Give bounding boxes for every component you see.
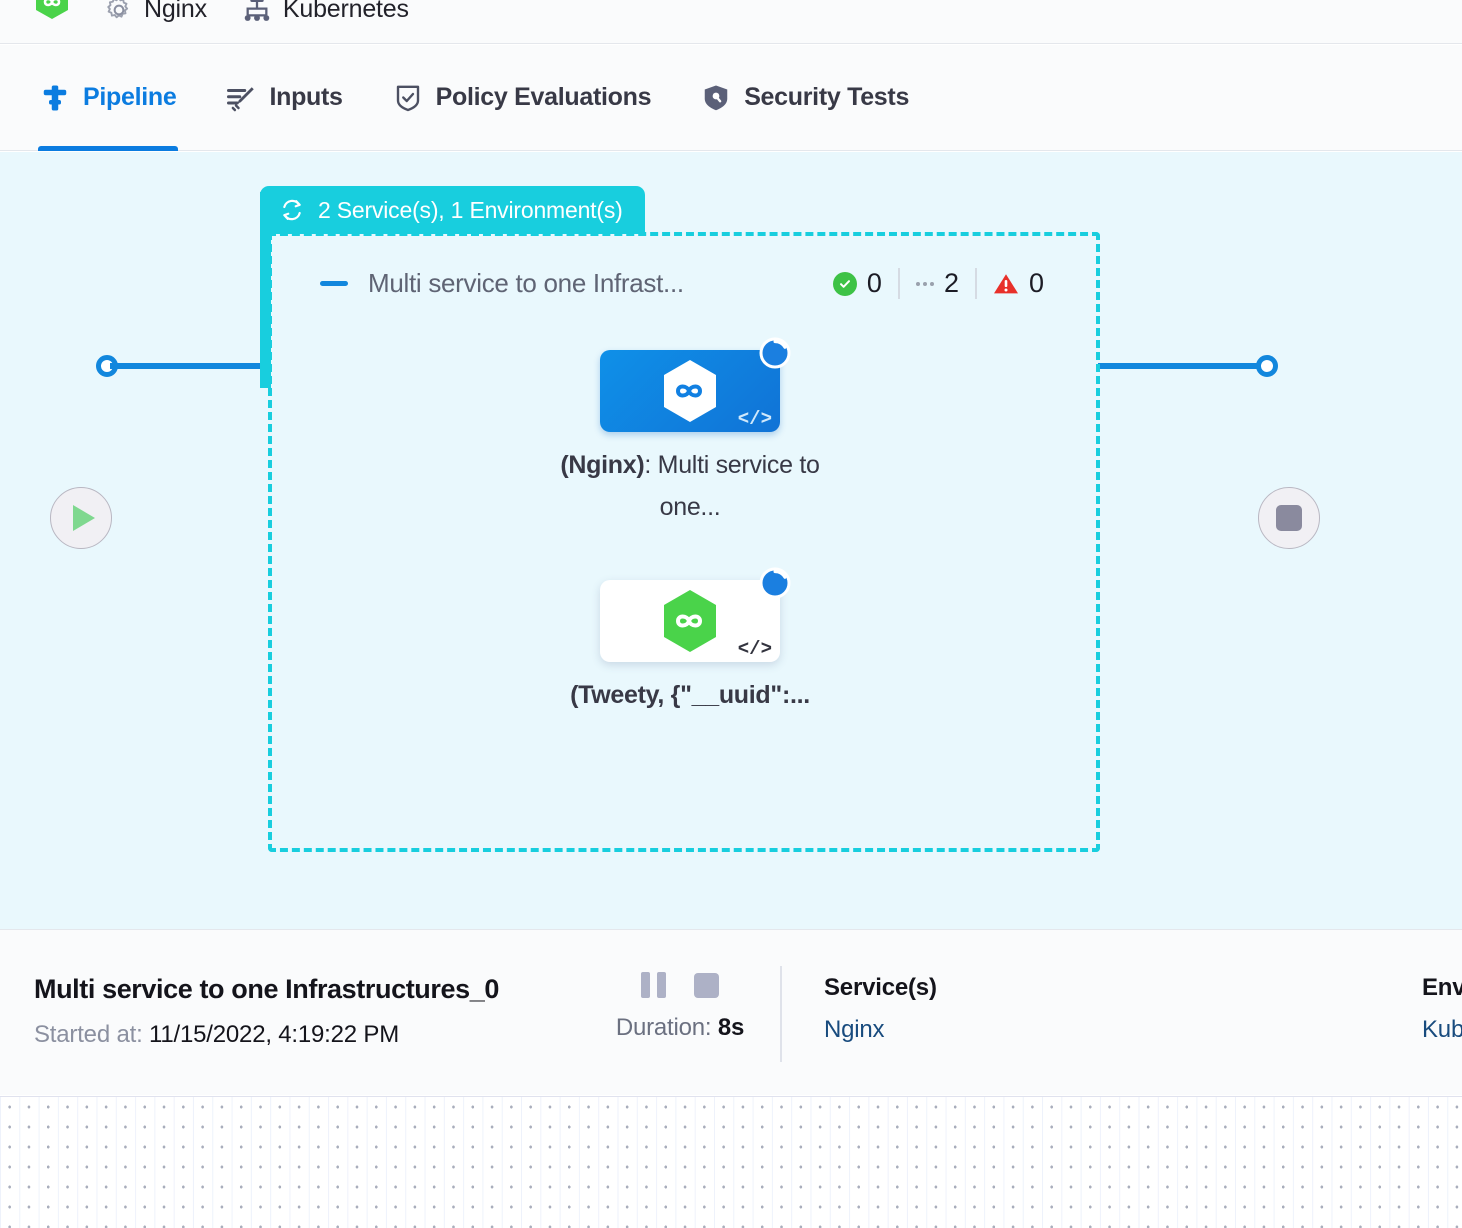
pipeline-icon bbox=[43, 85, 67, 110]
detail-divider bbox=[780, 966, 782, 1062]
tab-policy-evaluations[interactable]: Policy Evaluations bbox=[391, 45, 654, 151]
dotted-grid-canvas[interactable] bbox=[0, 1096, 1462, 1228]
shield-lock-icon bbox=[704, 85, 728, 110]
code-brackets-icon[interactable]: </> bbox=[737, 638, 772, 660]
breadcrumb-label-nginx: Nginx bbox=[144, 0, 207, 23]
gear-icon bbox=[107, 0, 129, 18]
environments-heading: Envi bbox=[1422, 974, 1462, 1001]
tab-label-pipeline: Pipeline bbox=[83, 83, 177, 111]
success-check-icon bbox=[832, 271, 857, 296]
hexagon-infinity-blue-icon bbox=[600, 350, 780, 432]
group-header[interactable]: 2 Service(s), 1 Environment(s) bbox=[260, 186, 645, 234]
group-header-label: 2 Service(s), 1 Environment(s) bbox=[318, 196, 623, 223]
loop-arrows-icon bbox=[283, 199, 301, 221]
hexagon-infinity-logo-icon bbox=[36, 0, 68, 19]
tab-label-policy-evaluations: Policy Evaluations bbox=[435, 83, 652, 111]
group-title: Multi service to one Infrast... bbox=[368, 268, 684, 298]
group-status-group: 0 2 0 bbox=[817, 268, 1060, 299]
run-started-row: Started at: 11/15/2022, 4:19:22 PM bbox=[34, 1021, 580, 1049]
stop-icon bbox=[1276, 505, 1302, 531]
detail-environments: Envi Kub bbox=[1380, 930, 1462, 1044]
kubernetes-icon bbox=[244, 0, 270, 21]
hexagon-infinity-green-icon bbox=[600, 580, 780, 662]
node-card-tweety[interactable]: </> bbox=[600, 567, 791, 662]
environments-link-kubernetes[interactable]: Kub bbox=[1422, 1016, 1462, 1043]
run-controls: Duration: 8s bbox=[580, 930, 780, 1042]
node-caption-tweety: (Tweety, {"__uuid":... bbox=[560, 674, 820, 716]
tab-label-inputs: Inputs bbox=[269, 83, 343, 111]
breadcrumb-bar: Nginx Kubernetes bbox=[0, 0, 1462, 44]
group-left-bar bbox=[260, 192, 271, 388]
tab-pipeline[interactable]: Pipeline bbox=[38, 45, 179, 151]
status-warning: 0 bbox=[977, 268, 1060, 299]
breadcrumb-label-kubernetes: Kubernetes bbox=[282, 0, 409, 23]
run-control-buttons bbox=[641, 972, 719, 998]
pipeline-canvas[interactable]: Multi service to one Infrast... 0 2 0 bbox=[0, 152, 1462, 929]
run-title: Multi service to one Infrastructures_0 bbox=[34, 974, 499, 1004]
run-detail-left: Multi service to one Infrastructures_0 S… bbox=[0, 930, 580, 1049]
run-duration-value: 8s bbox=[717, 1014, 745, 1041]
pause-icon[interactable] bbox=[641, 972, 666, 998]
service-group-box[interactable] bbox=[268, 232, 1100, 852]
status-success: 0 bbox=[817, 268, 900, 299]
run-started-label: Started at: bbox=[34, 1021, 143, 1048]
start-node[interactable] bbox=[50, 487, 112, 549]
detail-services: Service(s) Nginx bbox=[782, 930, 937, 1044]
end-node[interactable] bbox=[1258, 487, 1320, 549]
play-icon bbox=[73, 505, 95, 531]
edge-start-to-group bbox=[110, 363, 270, 369]
warning-triangle-icon bbox=[993, 273, 1018, 293]
edge-group-to-end bbox=[1098, 363, 1260, 369]
running-dots-icon bbox=[915, 281, 934, 286]
breadcrumb-item-nginx[interactable]: Nginx bbox=[104, 0, 207, 37]
run-detail-bar: Multi service to one Infrastructures_0 S… bbox=[0, 929, 1462, 1095]
status-warning-value: 0 bbox=[1028, 268, 1044, 298]
inputs-pencil-icon bbox=[227, 86, 255, 111]
status-running-value: 2 bbox=[943, 268, 959, 298]
collapse-dash-icon[interactable] bbox=[320, 281, 348, 286]
run-duration-label: Duration: bbox=[615, 1014, 712, 1041]
node-caption-nginx-rest: : Multi service to one... bbox=[644, 451, 820, 521]
tab-bar: Pipeline Inputs Policy Evaluations Secur… bbox=[0, 45, 1462, 151]
node-caption-nginx-bold: (Nginx) bbox=[560, 451, 645, 479]
breadcrumb-item-logo[interactable] bbox=[34, 0, 70, 42]
status-running: 2 bbox=[900, 268, 977, 299]
node-caption-tweety-bold: (Tweety, {"__uuid":... bbox=[570, 681, 810, 709]
tab-security-tests[interactable]: Security Tests bbox=[699, 45, 911, 151]
tab-label-security-tests: Security Tests bbox=[744, 83, 910, 111]
node-caption-nginx: (Nginx): Multi service to one... bbox=[560, 444, 820, 528]
spinner-icon bbox=[759, 567, 791, 599]
node-card-nginx[interactable]: </> bbox=[600, 337, 791, 432]
run-duration: Duration: 8s bbox=[615, 1014, 745, 1042]
code-brackets-icon[interactable]: </> bbox=[737, 408, 772, 430]
status-success-value: 0 bbox=[866, 268, 882, 298]
services-link-nginx[interactable]: Nginx bbox=[824, 1016, 885, 1043]
breadcrumb-item-kubernetes[interactable]: Kubernetes bbox=[241, 0, 409, 38]
run-started-value: 11/15/2022, 4:19:22 PM bbox=[149, 1021, 400, 1048]
tab-inputs[interactable]: Inputs bbox=[224, 45, 344, 151]
shield-check-icon bbox=[396, 85, 419, 111]
group-title-row: Multi service to one Infrast... 0 2 0 bbox=[320, 268, 1060, 299]
stop-icon[interactable] bbox=[694, 972, 719, 998]
spinner-icon bbox=[759, 337, 791, 369]
services-heading: Service(s) bbox=[824, 974, 937, 1001]
